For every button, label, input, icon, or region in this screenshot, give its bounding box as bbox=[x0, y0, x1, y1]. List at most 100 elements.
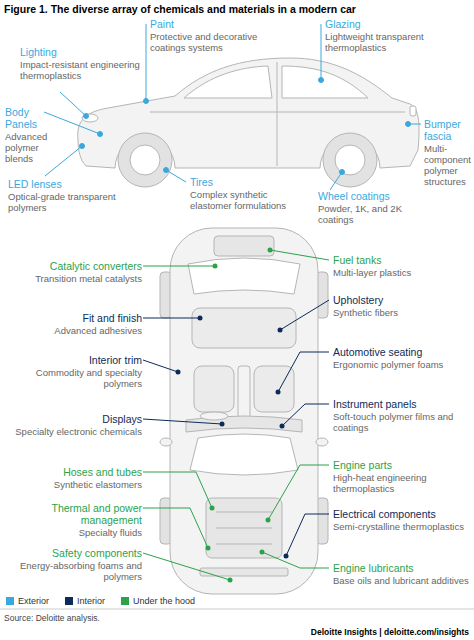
callout-description: Transition metal catalysts bbox=[2, 273, 142, 284]
engine-detail bbox=[216, 528, 272, 529]
callout-description: Multi-layer plastics bbox=[333, 267, 471, 278]
callout-description: Specialty electronic chemicals bbox=[2, 426, 142, 437]
interior-leaders bbox=[143, 300, 329, 556]
leader-dot bbox=[220, 422, 225, 427]
callout-description: Synthetic fibers bbox=[333, 307, 471, 318]
engine-block bbox=[206, 498, 282, 558]
side-mirror bbox=[316, 438, 328, 446]
legend-item: Interior bbox=[65, 596, 105, 606]
callout-description: Lightweight transparent thermoplastics bbox=[325, 31, 455, 53]
top-view-car bbox=[160, 228, 328, 594]
belt-line bbox=[150, 112, 405, 113]
legend-item: Exterior bbox=[6, 596, 49, 606]
callout-heading: Instrument panels bbox=[333, 398, 471, 410]
rear-window bbox=[188, 258, 300, 294]
engine-detail bbox=[216, 544, 272, 545]
interior-dots bbox=[176, 316, 289, 559]
callout-description: Semi-crystalline thermoplastics bbox=[333, 521, 471, 532]
legend-item: Under the hood bbox=[121, 596, 195, 606]
leader-line bbox=[60, 92, 86, 116]
callout-heading: Safety components bbox=[2, 547, 142, 559]
leader-line bbox=[280, 300, 329, 330]
callout-heading: Fit and finish bbox=[2, 312, 142, 324]
leader-dot bbox=[213, 264, 218, 269]
leader-dot bbox=[164, 168, 169, 173]
callout-description: Specialty fluids bbox=[2, 527, 142, 538]
callout-heading: Fuel tanks bbox=[333, 254, 471, 266]
leader-dot bbox=[176, 370, 181, 375]
leader-dot bbox=[260, 550, 265, 555]
leader-dot bbox=[278, 328, 283, 333]
callout-description: Protective and decorative coatings syste… bbox=[150, 31, 290, 53]
publisher-credit: Deloitte Insights | deloitte.com/insight… bbox=[311, 627, 469, 637]
callout-description: Energy-absorbing foams and polymers bbox=[2, 560, 142, 582]
callout-description: High-heat engineering thermoplastics bbox=[333, 472, 471, 494]
leader-dot bbox=[198, 316, 203, 321]
leader-line bbox=[270, 250, 329, 260]
side-view-car bbox=[78, 58, 419, 187]
leader-line bbox=[286, 514, 329, 556]
leader-line bbox=[278, 352, 329, 392]
leader-dot bbox=[84, 114, 89, 119]
leader-line bbox=[143, 318, 200, 319]
leader-dot bbox=[280, 424, 285, 429]
front-wheel bbox=[118, 133, 172, 187]
callout-heading: Automotive seating bbox=[333, 346, 471, 358]
front-window bbox=[184, 66, 272, 98]
callout-heading: Catalytic converters bbox=[2, 260, 142, 272]
callout-heading: Interior trim bbox=[2, 354, 142, 366]
hood-leaders bbox=[143, 250, 329, 580]
leader-line bbox=[45, 146, 82, 176]
leader-line bbox=[143, 266, 215, 267]
rear-wheel bbox=[323, 133, 377, 187]
leader-dot bbox=[319, 78, 324, 83]
callout-heading: Displays bbox=[2, 413, 142, 425]
headlight bbox=[82, 114, 98, 122]
leader-line bbox=[143, 419, 222, 424]
leader-dot bbox=[266, 518, 271, 523]
leader-dot bbox=[284, 554, 289, 559]
callout-heading: Bumper fascia bbox=[424, 118, 472, 142]
leader-line bbox=[268, 465, 329, 520]
source-note: Source: Deloitte analysis. bbox=[4, 613, 100, 623]
callout-description: Base oils and lubricant additives bbox=[333, 575, 471, 586]
leader-line bbox=[330, 172, 342, 190]
callout-heading: Body Panels bbox=[5, 106, 53, 130]
door-line bbox=[277, 62, 278, 166]
legend-swatch bbox=[6, 597, 14, 605]
callout-description: Commodity and specialty polymers bbox=[2, 367, 142, 389]
windshield bbox=[190, 434, 298, 475]
callout-description: Ergonomic polymer foams bbox=[333, 359, 471, 370]
callout-description: Synthetic elastomers bbox=[2, 479, 142, 490]
leader-line bbox=[166, 170, 186, 182]
leader-dot bbox=[228, 578, 233, 583]
callout-heading: Electrical components bbox=[333, 508, 471, 520]
leader-dot bbox=[276, 390, 281, 395]
leader-dot bbox=[80, 144, 85, 149]
leader-dot bbox=[268, 248, 273, 253]
callout-heading: Hoses and tubes bbox=[2, 466, 142, 478]
leader-dot bbox=[210, 506, 215, 511]
legend-text: Exterior bbox=[18, 596, 49, 606]
leader-dot bbox=[340, 170, 345, 175]
callout-description: Multi-component polymer structures bbox=[424, 143, 472, 187]
fuel-tank bbox=[214, 236, 274, 256]
leader-dot bbox=[406, 122, 411, 127]
callout-description: Advanced adhesives bbox=[2, 325, 142, 336]
leader-line bbox=[146, 24, 147, 101]
rear-bench bbox=[192, 308, 296, 348]
figure-title: Figure 1. The diverse array of chemicals… bbox=[4, 3, 470, 16]
callout-heading: Upholstery bbox=[333, 294, 471, 306]
callout-description: Impact-resistant engineering thermoplast… bbox=[20, 59, 150, 81]
leader-line bbox=[321, 24, 322, 80]
legend-swatch bbox=[121, 597, 129, 605]
callout-heading: Paint bbox=[150, 18, 290, 30]
callout-heading: Lighting bbox=[20, 46, 150, 58]
callout-heading: Engine lubricants bbox=[333, 562, 471, 574]
callout-heading: LED lenses bbox=[8, 178, 118, 190]
callout-heading: Thermal and power management bbox=[2, 502, 142, 526]
engine-detail bbox=[216, 512, 272, 513]
callout-description: Complex synthetic elastomer formulations bbox=[190, 189, 300, 211]
